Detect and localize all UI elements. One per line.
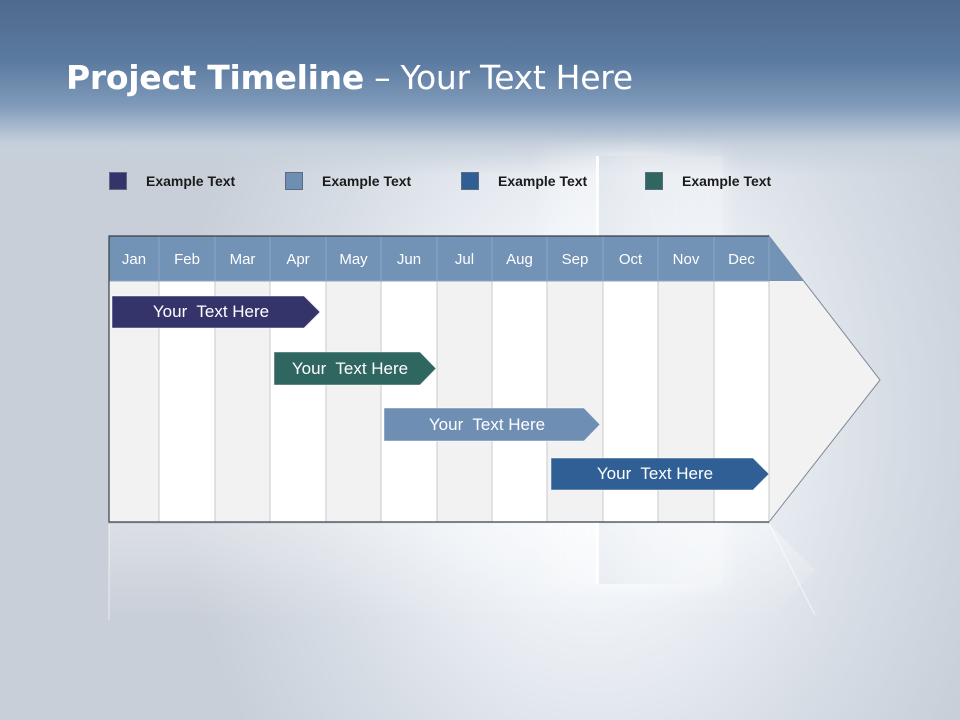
month-header-apr xyxy=(269,235,327,282)
legend-item-1: Example Text xyxy=(109,170,235,192)
header-band xyxy=(0,0,960,175)
month-label-jul: Jul xyxy=(455,251,474,268)
task-bar-label-1: Your Text Here xyxy=(152,302,270,321)
legend: Example Text Example Text Example Text E… xyxy=(0,170,960,194)
arrowhead-header xyxy=(769,236,804,281)
page-title: Project Timeline – Your Text Here xyxy=(66,58,633,97)
legend-item-4: Example Text xyxy=(645,170,771,192)
task-bar-3 xyxy=(383,407,601,442)
task-bar-2 xyxy=(273,351,437,386)
month-header-dec xyxy=(713,235,770,282)
month-column-jul xyxy=(436,280,493,523)
legend-label-2: Example Text xyxy=(322,173,412,189)
month-label-dec: Dec xyxy=(728,251,755,268)
legend-item-2: Example Text xyxy=(285,170,411,192)
timeline-frame xyxy=(108,235,769,523)
month-header-jul xyxy=(436,235,493,282)
month-label-may: May xyxy=(339,251,368,268)
reflection-edge xyxy=(768,523,816,616)
task-bar-4 xyxy=(550,457,770,491)
month-header-feb xyxy=(158,235,216,282)
legend-swatch-3 xyxy=(461,172,479,190)
legend-label-1: Example Text xyxy=(146,173,236,189)
timeline-reflection xyxy=(109,524,815,620)
month-label-aug: Aug xyxy=(506,251,533,268)
month-column-may xyxy=(325,280,382,523)
month-label-sep: Sep xyxy=(562,251,589,268)
month-label-nov: Nov xyxy=(673,251,700,268)
task-bar-label-3: Your Text Here xyxy=(428,414,546,434)
month-header-mar xyxy=(214,235,271,282)
month-column-jun xyxy=(380,280,438,523)
month-label-feb: Feb xyxy=(174,251,200,268)
month-header-jan xyxy=(108,235,160,282)
title-bold: Project Timeline xyxy=(66,58,364,97)
month-label-mar: Mar xyxy=(230,251,256,268)
month-label-apr: Apr xyxy=(286,251,309,268)
task-bar-label-4: Your Text Here xyxy=(596,464,714,483)
task-bar-1 xyxy=(111,295,321,329)
month-label-jun: Jun xyxy=(397,251,421,268)
legend-label-4: Example Text xyxy=(682,173,772,189)
task-bar-label-2: Your Text Here xyxy=(291,358,409,378)
month-label-oct: Oct xyxy=(619,251,643,268)
month-header-oct xyxy=(602,235,659,282)
title-rest: – Your Text Here xyxy=(363,58,633,97)
legend-label-3: Example Text xyxy=(498,173,588,189)
month-label-jan: Jan xyxy=(122,251,146,268)
legend-swatch-2 xyxy=(285,172,303,190)
legend-item-3: Example Text xyxy=(461,170,587,192)
month-column-aug xyxy=(491,280,548,523)
month-header-aug xyxy=(491,235,548,282)
legend-swatch-1 xyxy=(109,172,127,190)
legend-swatch-4 xyxy=(645,172,663,190)
